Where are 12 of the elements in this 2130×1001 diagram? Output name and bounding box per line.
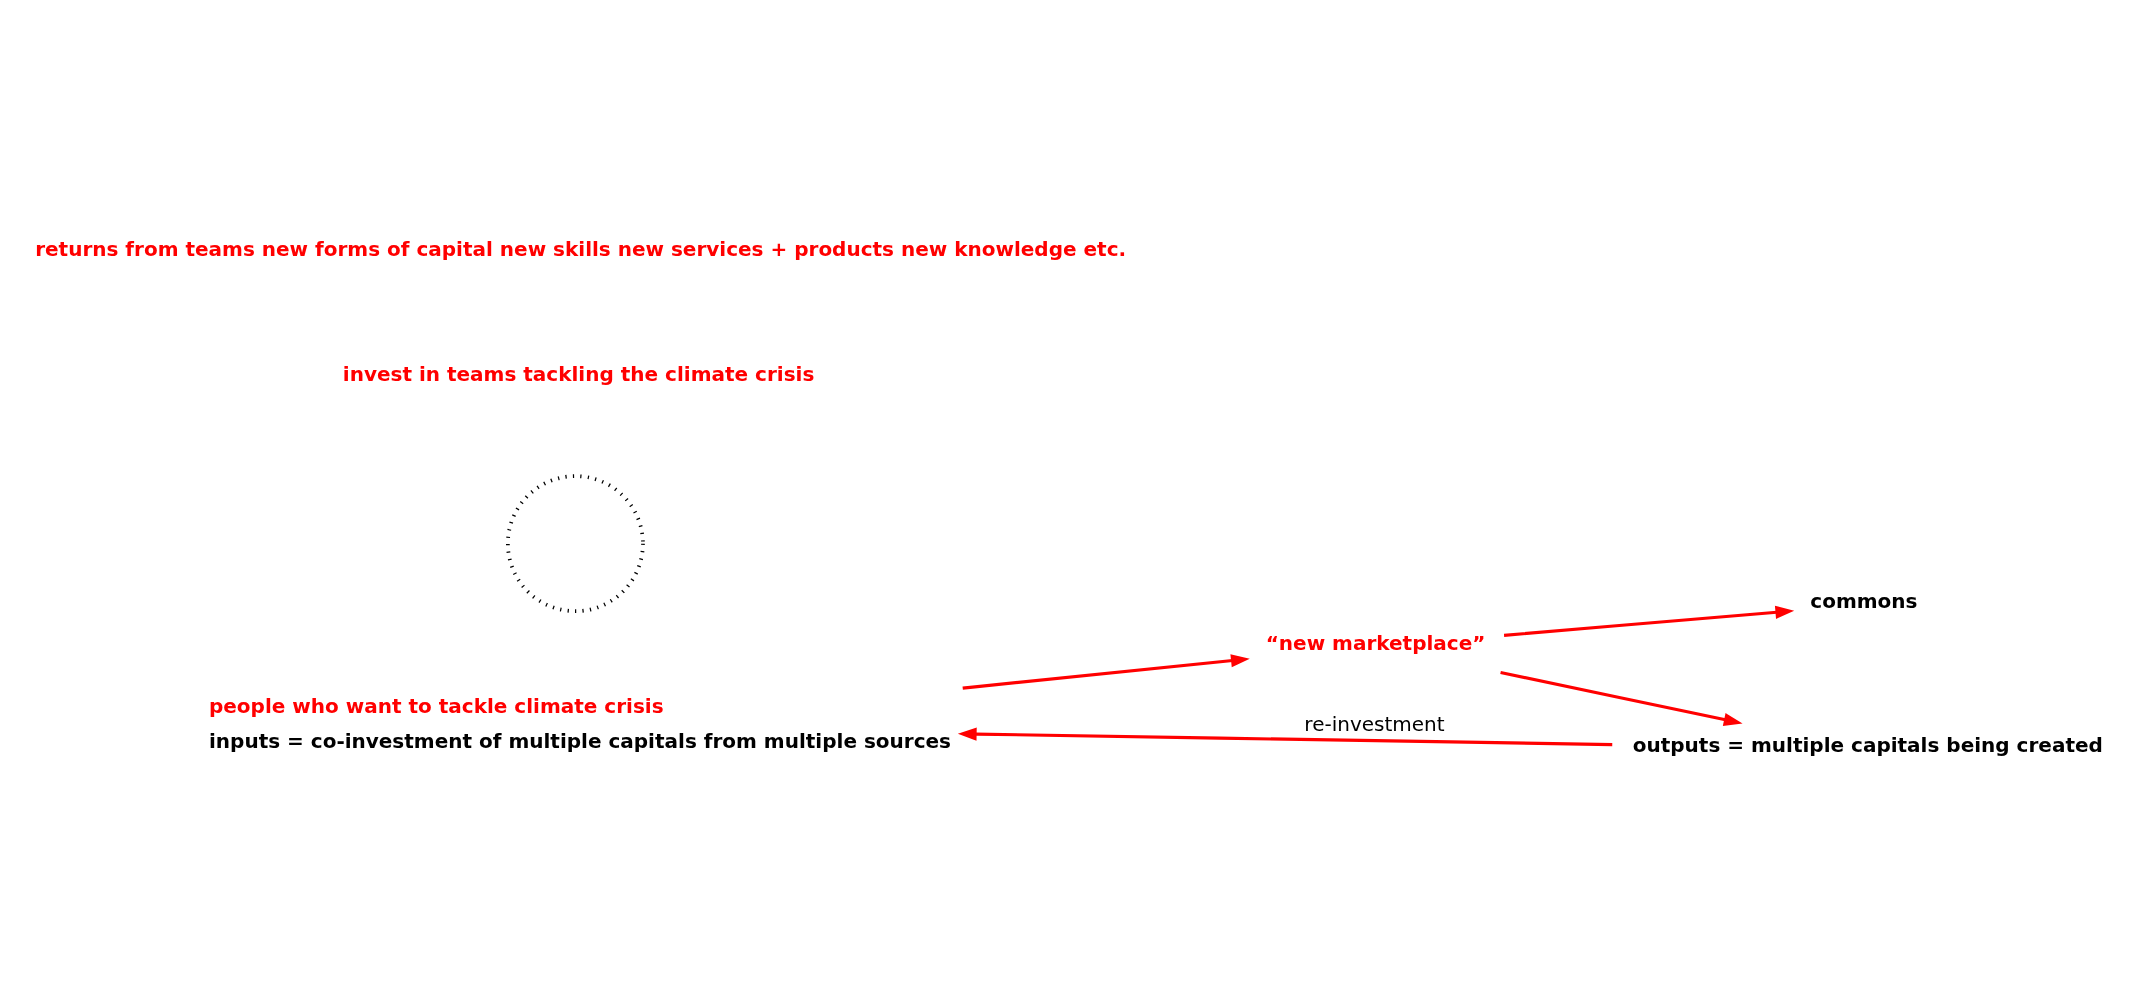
- arrow: [1503, 605, 1795, 637]
- node-text: outputs = multiple capitals being created: [1632, 733, 2103, 758]
- node-text: invest in teams tackling the climate crisis: [342, 361, 815, 386]
- arrow: [962, 654, 1250, 690]
- edge-label: re-investment: [1304, 711, 1445, 736]
- node-text: people who want to tackle climate crisis inputs = co-investment of multiple capitals from multiple sources: [208, 694, 952, 754]
- arrow: [1500, 670, 1743, 726]
- node-text: returns from teams new forms of capital new skills new services + products new knowledge etc.: [35, 236, 1127, 261]
- node-text: “new marketplace”: [1265, 630, 1486, 655]
- arrow: [957, 727, 1613, 747]
- node-text: commons: [1810, 589, 1918, 614]
- node-circle: [506, 474, 645, 614]
